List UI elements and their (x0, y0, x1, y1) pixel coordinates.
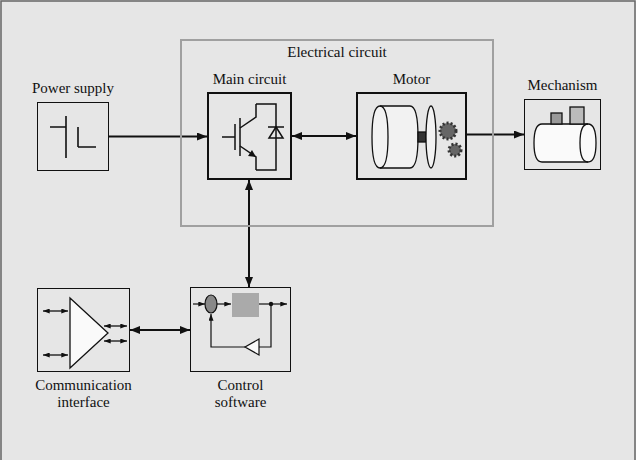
signal-arrow (130, 329, 190, 331)
box-label: Mechanism (511, 77, 615, 94)
emitter-arrow (248, 150, 256, 157)
motor-box: Motor (356, 92, 467, 180)
signal-arrow (109, 136, 207, 138)
control-software-box: Control software (190, 287, 291, 372)
box-label: Power supply (31, 80, 115, 97)
signal-arrow (248, 180, 250, 287)
amplifier-symbol (43, 298, 127, 368)
box-label: Control software (191, 377, 291, 412)
battery-symbol (50, 116, 96, 158)
electrical-circuit-group: Electrical circuitMain circuitMotor (180, 39, 494, 227)
mechanism-drawing (534, 107, 596, 162)
box-label: Main circuit (195, 71, 305, 88)
junction-dot (269, 302, 273, 306)
igbt-symbol (222, 104, 284, 170)
mechanism-box: Mechanism (524, 99, 601, 170)
signal-arrow (292, 135, 356, 137)
box-label: Communication interface (29, 377, 139, 412)
group-title: Electrical circuit (187, 44, 487, 61)
control-loop-symbol (193, 293, 287, 355)
signal-arrow (467, 134, 524, 136)
power-supply-box: Power supply (37, 102, 109, 171)
main-circuit-box: Main circuit (207, 92, 292, 180)
communication-interface-box: Communication interface (37, 288, 130, 372)
motor-drawing (372, 106, 461, 168)
box-label: Motor (357, 71, 467, 88)
